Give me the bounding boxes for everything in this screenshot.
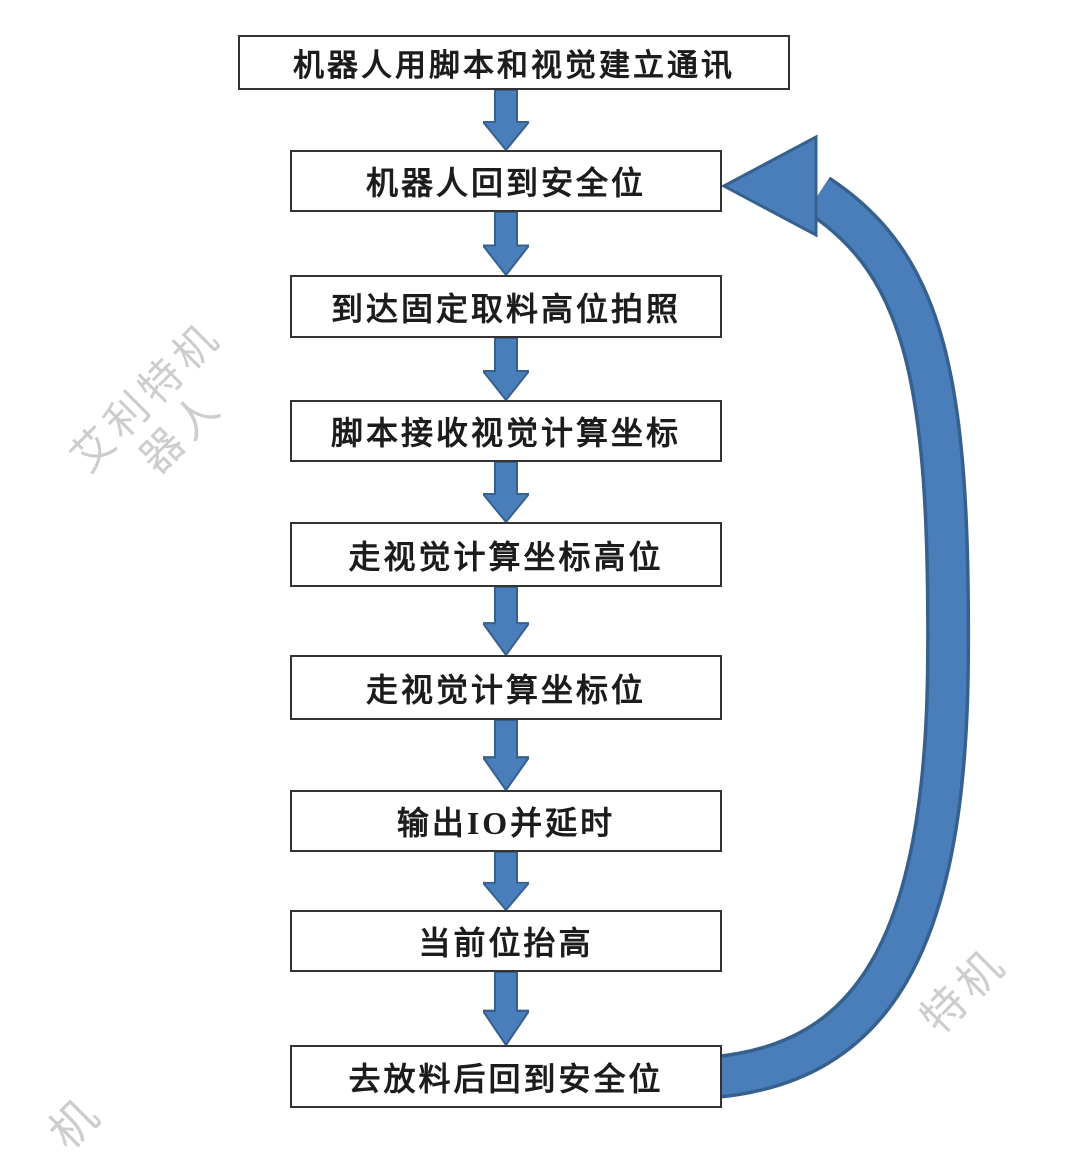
flow-step-label: 去放料后回到安全位 — [348, 1060, 664, 1097]
flow-step-label: 当前位抬高 — [418, 925, 594, 961]
flow-step-label: 机器人回到安全位 — [365, 165, 646, 201]
down-arrow-icon — [483, 212, 529, 275]
flow-step-place-and-return-safe: 去放料后回到安全位 — [290, 1045, 722, 1108]
flow-step-script-receive-coords: 脚本接收视觉计算坐标 — [290, 400, 722, 462]
down-arrow-icon — [483, 972, 529, 1045]
flow-step-label: 输出IO并延时 — [396, 805, 616, 841]
flow-step-go-vision-coord: 走视觉计算坐标位 — [290, 655, 722, 720]
flow-step-return-safe-position: 机器人回到安全位 — [290, 150, 722, 212]
flow-step-go-vision-coord-high: 走视觉计算坐标高位 — [290, 522, 722, 587]
down-arrow-icon — [483, 90, 529, 150]
flow-step-label: 机器人用脚本和视觉建立通讯 — [293, 48, 735, 83]
down-arrow-icon — [483, 462, 529, 522]
flow-step-raise-current-position: 当前位抬高 — [290, 910, 722, 972]
flow-step-label: 走视觉计算坐标位 — [365, 671, 646, 708]
down-arrow-icon — [483, 587, 529, 655]
flow-step-label: 走视觉计算坐标高位 — [348, 538, 664, 575]
flow-step-output-io-delay: 输出IO并延时 — [290, 790, 722, 852]
flow-step-label: 脚本接收视觉计算坐标 — [330, 415, 681, 451]
down-arrow-icon — [483, 852, 529, 910]
down-arrow-icon — [483, 338, 529, 400]
flow-step-photo-at-fixed-pick-high: 到达固定取料高位拍照 — [290, 275, 722, 338]
flow-step-establish-communication: 机器人用脚本和视觉建立通讯 — [238, 35, 790, 90]
down-arrow-icon — [483, 720, 529, 790]
flow-step-label: 到达固定取料高位拍照 — [330, 290, 681, 327]
